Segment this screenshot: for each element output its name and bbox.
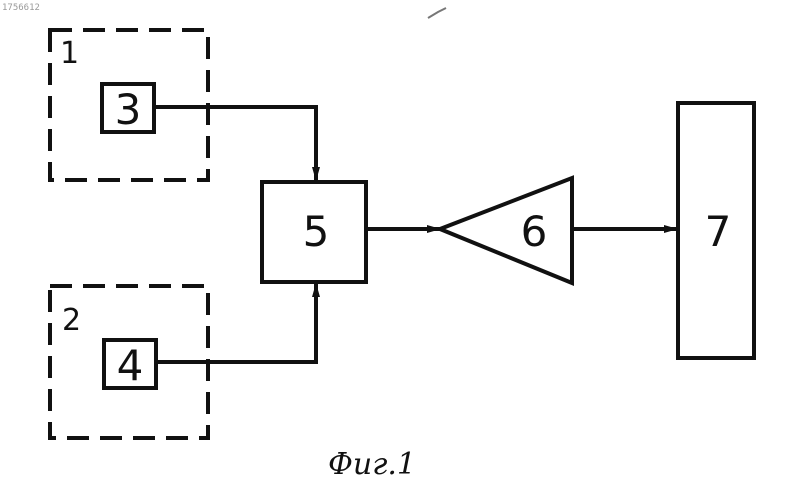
block-3-label: 3 (115, 85, 142, 134)
stray-mark (428, 8, 446, 18)
block-5-label: 5 (303, 207, 330, 256)
group-1-label: 1 (60, 36, 79, 71)
connector-3-to-5 (154, 107, 316, 180)
group-2-label: 2 (62, 303, 81, 338)
connector-4-to-5 (156, 284, 316, 362)
figure-caption: Фиг.1 (328, 447, 416, 482)
block-4-label: 4 (117, 341, 144, 390)
block-7-label: 7 (705, 207, 732, 256)
amplifier-6-label: 6 (521, 207, 548, 256)
corner-stamp: 1756612 (2, 3, 40, 13)
amplifier-6 (440, 178, 572, 283)
